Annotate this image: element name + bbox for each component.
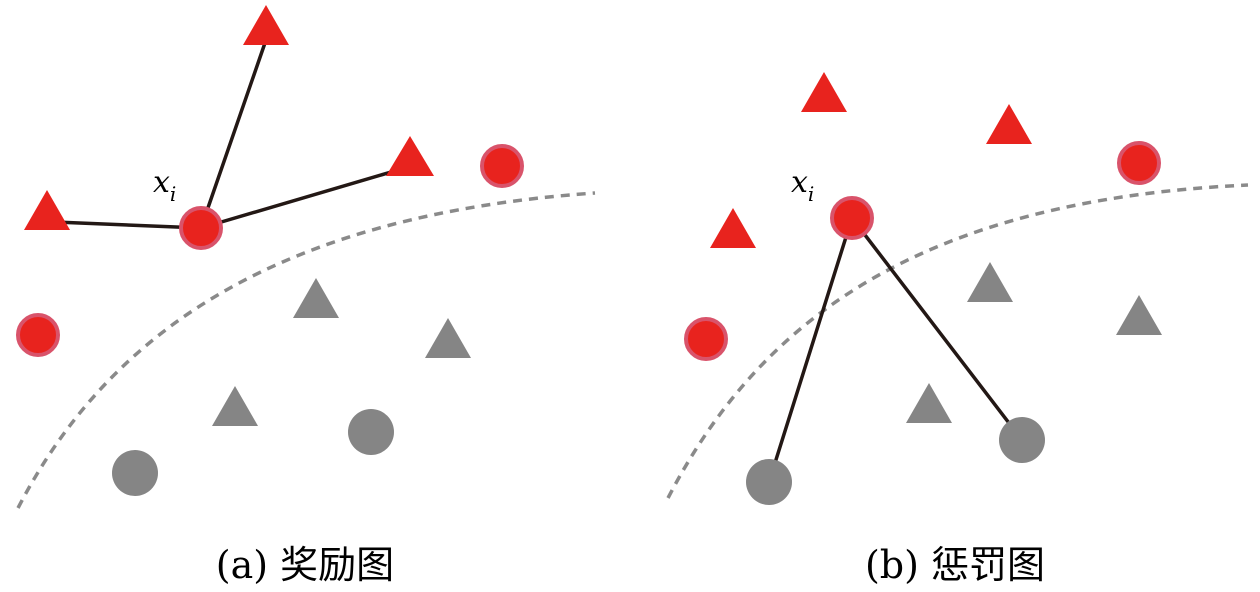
- gray-triangle: [212, 386, 258, 426]
- red-circle: [1117, 141, 1161, 185]
- node-label-xi: xi: [153, 165, 176, 206]
- edge: [53, 220, 203, 230]
- panel-caption: (b) 惩罚图: [865, 543, 1045, 587]
- gray-triangle: [293, 278, 339, 318]
- panel-a: xi (a) 奖励图: [16, 5, 596, 587]
- red-triangle: [24, 190, 70, 230]
- red-triangle: [801, 72, 847, 112]
- red-triangle: [386, 136, 434, 176]
- node-label-sub: i: [170, 182, 176, 206]
- node-xi: [179, 206, 223, 250]
- gray-triangle: [906, 383, 952, 423]
- gray-circle: [112, 450, 158, 496]
- edge: [199, 38, 268, 230]
- panel-b: xi (b) 惩罚图: [666, 72, 1249, 587]
- panel-caption: (a) 奖励图: [216, 543, 394, 587]
- edge: [850, 216, 1024, 442]
- node-label-main: x: [153, 165, 170, 200]
- decision-boundary: [16, 191, 596, 509]
- node-label-sub: i: [808, 182, 814, 206]
- gray-circle: [746, 459, 792, 505]
- edge: [767, 216, 854, 484]
- red-triangle: [986, 104, 1032, 144]
- red-circle: [684, 317, 728, 361]
- red-circle: [16, 313, 60, 357]
- decision-boundary: [666, 183, 1249, 499]
- node-label-main: x: [791, 165, 808, 200]
- gray-triangle: [967, 262, 1013, 302]
- red-triangle: [710, 208, 756, 248]
- gray-triangle: [1116, 295, 1162, 335]
- node-xi: [830, 196, 874, 240]
- gray-triangle: [425, 318, 471, 358]
- red-circle: [480, 144, 524, 188]
- gray-circle: [999, 417, 1045, 463]
- gray-circle: [348, 409, 394, 455]
- edge: [199, 168, 400, 230]
- red-triangle: [243, 5, 289, 45]
- node-label-xi: xi: [791, 165, 814, 206]
